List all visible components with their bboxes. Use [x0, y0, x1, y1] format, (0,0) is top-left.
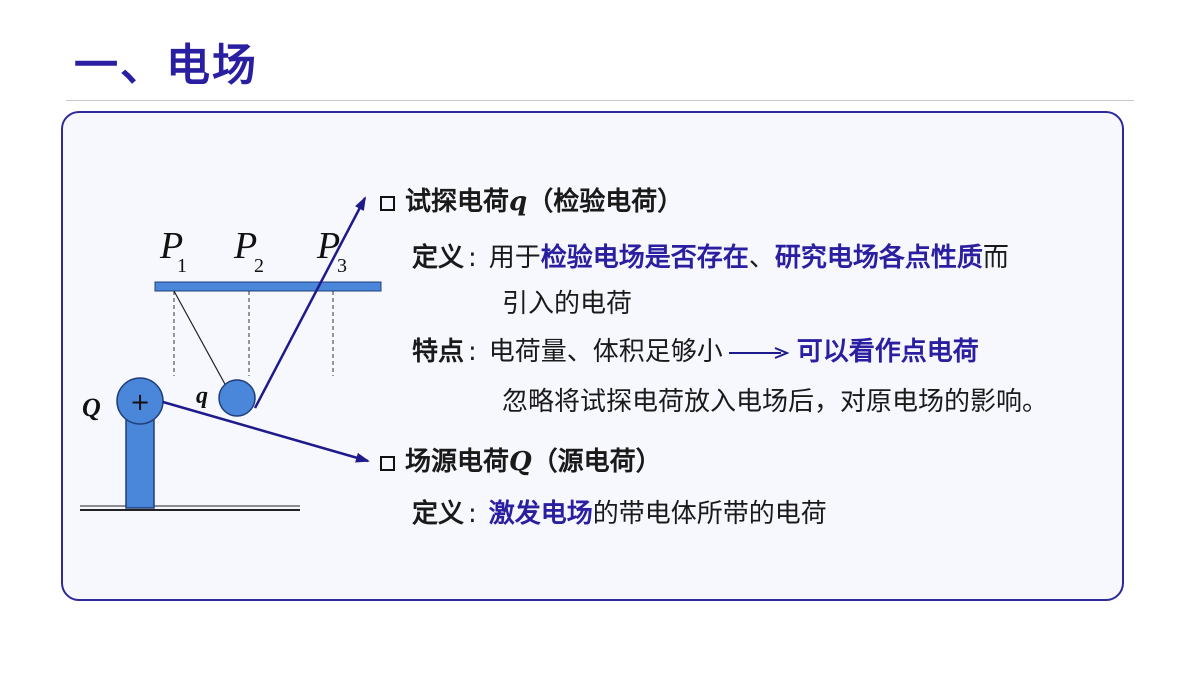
definition-label: 定义	[412, 499, 465, 529]
source-charge-sign: +	[130, 388, 150, 416]
source-charge-definition: 定义: 激发电场的带电体所带的电荷	[412, 496, 827, 532]
point-p1-sub: 1	[177, 255, 187, 277]
definition-highlight-2: 研究电场各点性质	[774, 243, 983, 273]
test-charge-feature: 特点: 电荷量、体积足够小 可以看作点电荷	[412, 334, 979, 370]
point-p1-letter: P	[159, 225, 183, 267]
feature-colon: :	[468, 337, 477, 367]
test-charge-definition: 定义: 用于检验电场是否存在、研究电场各点性质而	[412, 240, 1009, 276]
definition-label: 定义	[412, 243, 465, 273]
feature-result: 可以看作点电荷	[796, 337, 979, 367]
arrow-to-source-charge	[162, 400, 370, 463]
point-p2-sub: 2	[254, 255, 264, 277]
point-p3-sub: 3	[337, 255, 347, 277]
test-charge-heading: 试探电荷q（检验电荷）	[380, 184, 683, 220]
source-charge-heading: 场源电荷Q（源电荷）	[380, 444, 662, 480]
feature-text: 电荷量、体积足够小	[488, 337, 723, 367]
definition-separator: 、	[748, 243, 775, 273]
source-charge	[116, 377, 164, 425]
pendulum-thread	[173, 290, 227, 387]
point-p3-letter: P	[316, 225, 340, 267]
page-title: 一、电场	[74, 40, 258, 91]
source-charge-heading-note: （源电荷）	[531, 447, 662, 477]
checkbox-icon	[380, 196, 395, 211]
test-charge-heading-note: （检验电荷）	[527, 187, 684, 217]
source-charge-label: Q	[82, 393, 101, 422]
feature-label: 特点	[412, 337, 465, 367]
title-divider	[66, 100, 1134, 101]
definition-highlight-1: 检验电场是否存在	[540, 243, 749, 273]
test-charge	[218, 379, 256, 417]
point-p2-letter: P	[233, 225, 257, 267]
definition-colon: :	[468, 499, 477, 529]
source-charge-heading-text: 场源电荷	[405, 447, 510, 477]
content-panel	[61, 111, 1124, 601]
definition-colon: :	[468, 243, 477, 273]
test-charge-feature-line2: 忽略将试探电荷放入电场后，对原电场的影响。	[502, 387, 1049, 417]
definition-tail: 而	[982, 243, 1009, 273]
support-bar	[154, 281, 382, 292]
test-charge-heading-text: 试探电荷	[405, 187, 510, 217]
source-charge-heading-var: Q	[509, 447, 532, 477]
definition-text: 的带电体所带的电荷	[592, 499, 827, 529]
definition-highlight: 激发电场	[488, 499, 593, 529]
test-charge-heading-var: q	[509, 187, 528, 217]
definition-text: 用于	[488, 243, 541, 273]
checkbox-icon	[380, 456, 395, 471]
test-charge-definition-line2: 引入的电荷	[502, 289, 633, 319]
test-charge-label: q	[196, 383, 208, 409]
charge-stand	[125, 417, 155, 509]
arrow-to-test-charge	[253, 196, 367, 409]
right-arrow-icon	[728, 346, 789, 359]
